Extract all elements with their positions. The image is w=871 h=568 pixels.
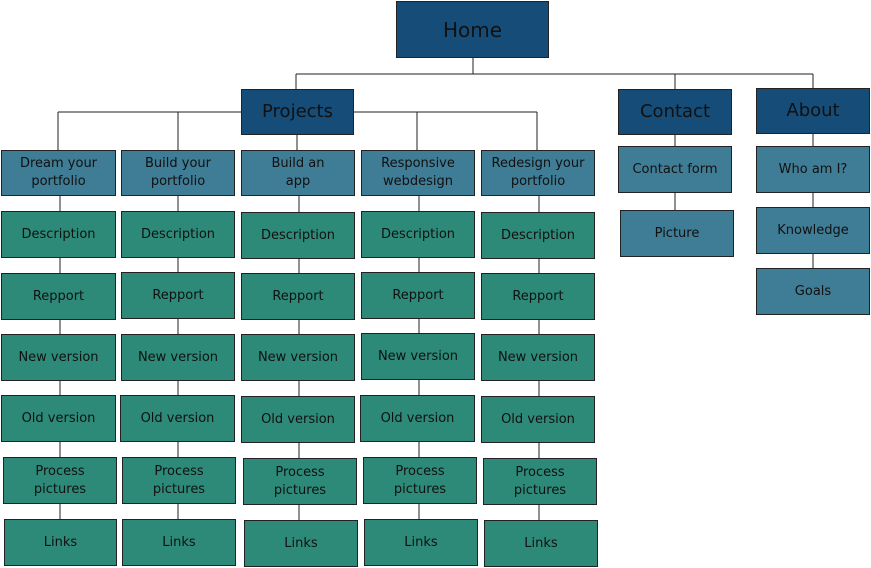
project-node-build-your-portfolio: Build your portfolio [121,150,235,196]
subpage-label: Links [404,534,438,550]
subpage-label: Old version [21,410,96,426]
subpage-process-pictures: Process pictures [3,457,117,504]
subpage-label: Old version [261,411,335,427]
subpage-repport: Repport [241,273,355,320]
subpage-links: Links [244,520,358,567]
picture-node: Picture [620,210,734,257]
about-item-label: Knowledge [777,222,849,238]
project-title: Dream your portfolio [19,156,98,189]
subpage-links: Links [484,520,598,567]
project-title: Responsive webdesign [381,156,455,189]
subpage-description: Description [121,211,235,258]
subpage-label: Old version [501,411,575,427]
about-item-label: Goals [794,283,832,299]
home-label: Home [442,17,503,42]
subpage-process-pictures: Process pictures [483,458,597,505]
subpage-new-version: New version [241,334,355,381]
subpage-label: Description [380,226,456,242]
subpage-repport: Repport [481,273,595,320]
subpage-label: Description [21,226,96,242]
subpage-new-version: New version [361,333,475,380]
about-node: About [756,88,870,134]
contact-item-label: Picture [654,225,700,241]
subpage-label: Description [140,226,216,242]
subpage-label: Links [43,534,78,550]
subpage-label: New version [497,349,579,365]
subpage-label: Links [524,535,558,551]
subpage-label: Old version [140,410,215,426]
subpage-label: Old version [380,410,455,426]
subpage-label: Process pictures [393,463,447,497]
contact-item-label: Contact form [632,161,718,177]
subpage-label: Links [284,535,318,551]
project-title: Build an app [271,156,325,189]
subpage-new-version: New version [1,334,116,381]
subpage-new-version: New version [481,334,595,381]
subpage-new-version: New version [121,334,235,381]
project-node-redesign-your-portfolio: Redesign your portfolio [481,150,595,196]
subpage-description: Description [241,212,355,259]
subpage-links: Links [364,519,478,566]
project-node-responsive-webdesign: Responsive webdesign [361,150,475,196]
about-item-label: Who am I? [778,161,848,177]
subpage-process-pictures: Process pictures [363,457,477,504]
subpage-process-pictures: Process pictures [243,458,357,505]
subpage-description: Description [1,211,116,258]
contact-form-node: Contact form [618,146,732,193]
subpage-label: Repport [272,288,324,304]
contact-label: Contact [639,101,711,122]
subpage-old-version: Old version [120,395,235,442]
about-label: About [786,100,840,121]
subpage-old-version: Old version [1,395,116,442]
contact-node: Contact [618,89,732,135]
project-title: Redesign your portfolio [491,156,585,189]
project-title: Build your portfolio [145,156,211,189]
subpage-repport: Repport [361,272,475,319]
subpage-old-version: Old version [481,396,595,443]
subpage-label: New version [377,348,459,364]
subpage-label: New version [137,349,219,365]
subpage-label: Process pictures [273,464,327,498]
subpage-label: New version [18,349,99,365]
project-node-build-an-app: Build an app [241,150,355,196]
subpage-repport: Repport [1,273,116,320]
subpage-old-version: Old version [360,395,475,442]
subpage-label: Process pictures [33,463,87,497]
subpage-old-version: Old version [241,396,355,443]
subpage-process-pictures: Process pictures [122,457,236,504]
projects-label: Projects [262,101,333,122]
home-node: Home [396,1,549,58]
subpage-label: Links [162,534,196,550]
subpage-label: Repport [512,288,564,304]
goals-node: Goals [756,268,870,315]
subpage-label: Process pictures [513,464,567,498]
who-am-i-node: Who am I? [756,146,870,193]
subpage-description: Description [361,211,475,258]
subpage-label: Description [260,227,336,243]
subpage-label: Repport [392,287,444,303]
subpage-label: New version [257,349,339,365]
subpage-label: Repport [32,288,85,304]
knowledge-node: Knowledge [756,207,870,254]
subpage-label: Description [500,227,576,243]
subpage-repport: Repport [121,272,235,319]
projects-node: Projects [241,89,354,135]
subpage-links: Links [122,519,236,566]
subpage-label: Repport [152,287,204,303]
project-node-dream-your-portfolio: Dream your portfolio [1,150,116,196]
subpage-label: Process pictures [152,463,206,497]
subpage-links: Links [4,519,117,566]
subpage-description: Description [481,212,595,259]
